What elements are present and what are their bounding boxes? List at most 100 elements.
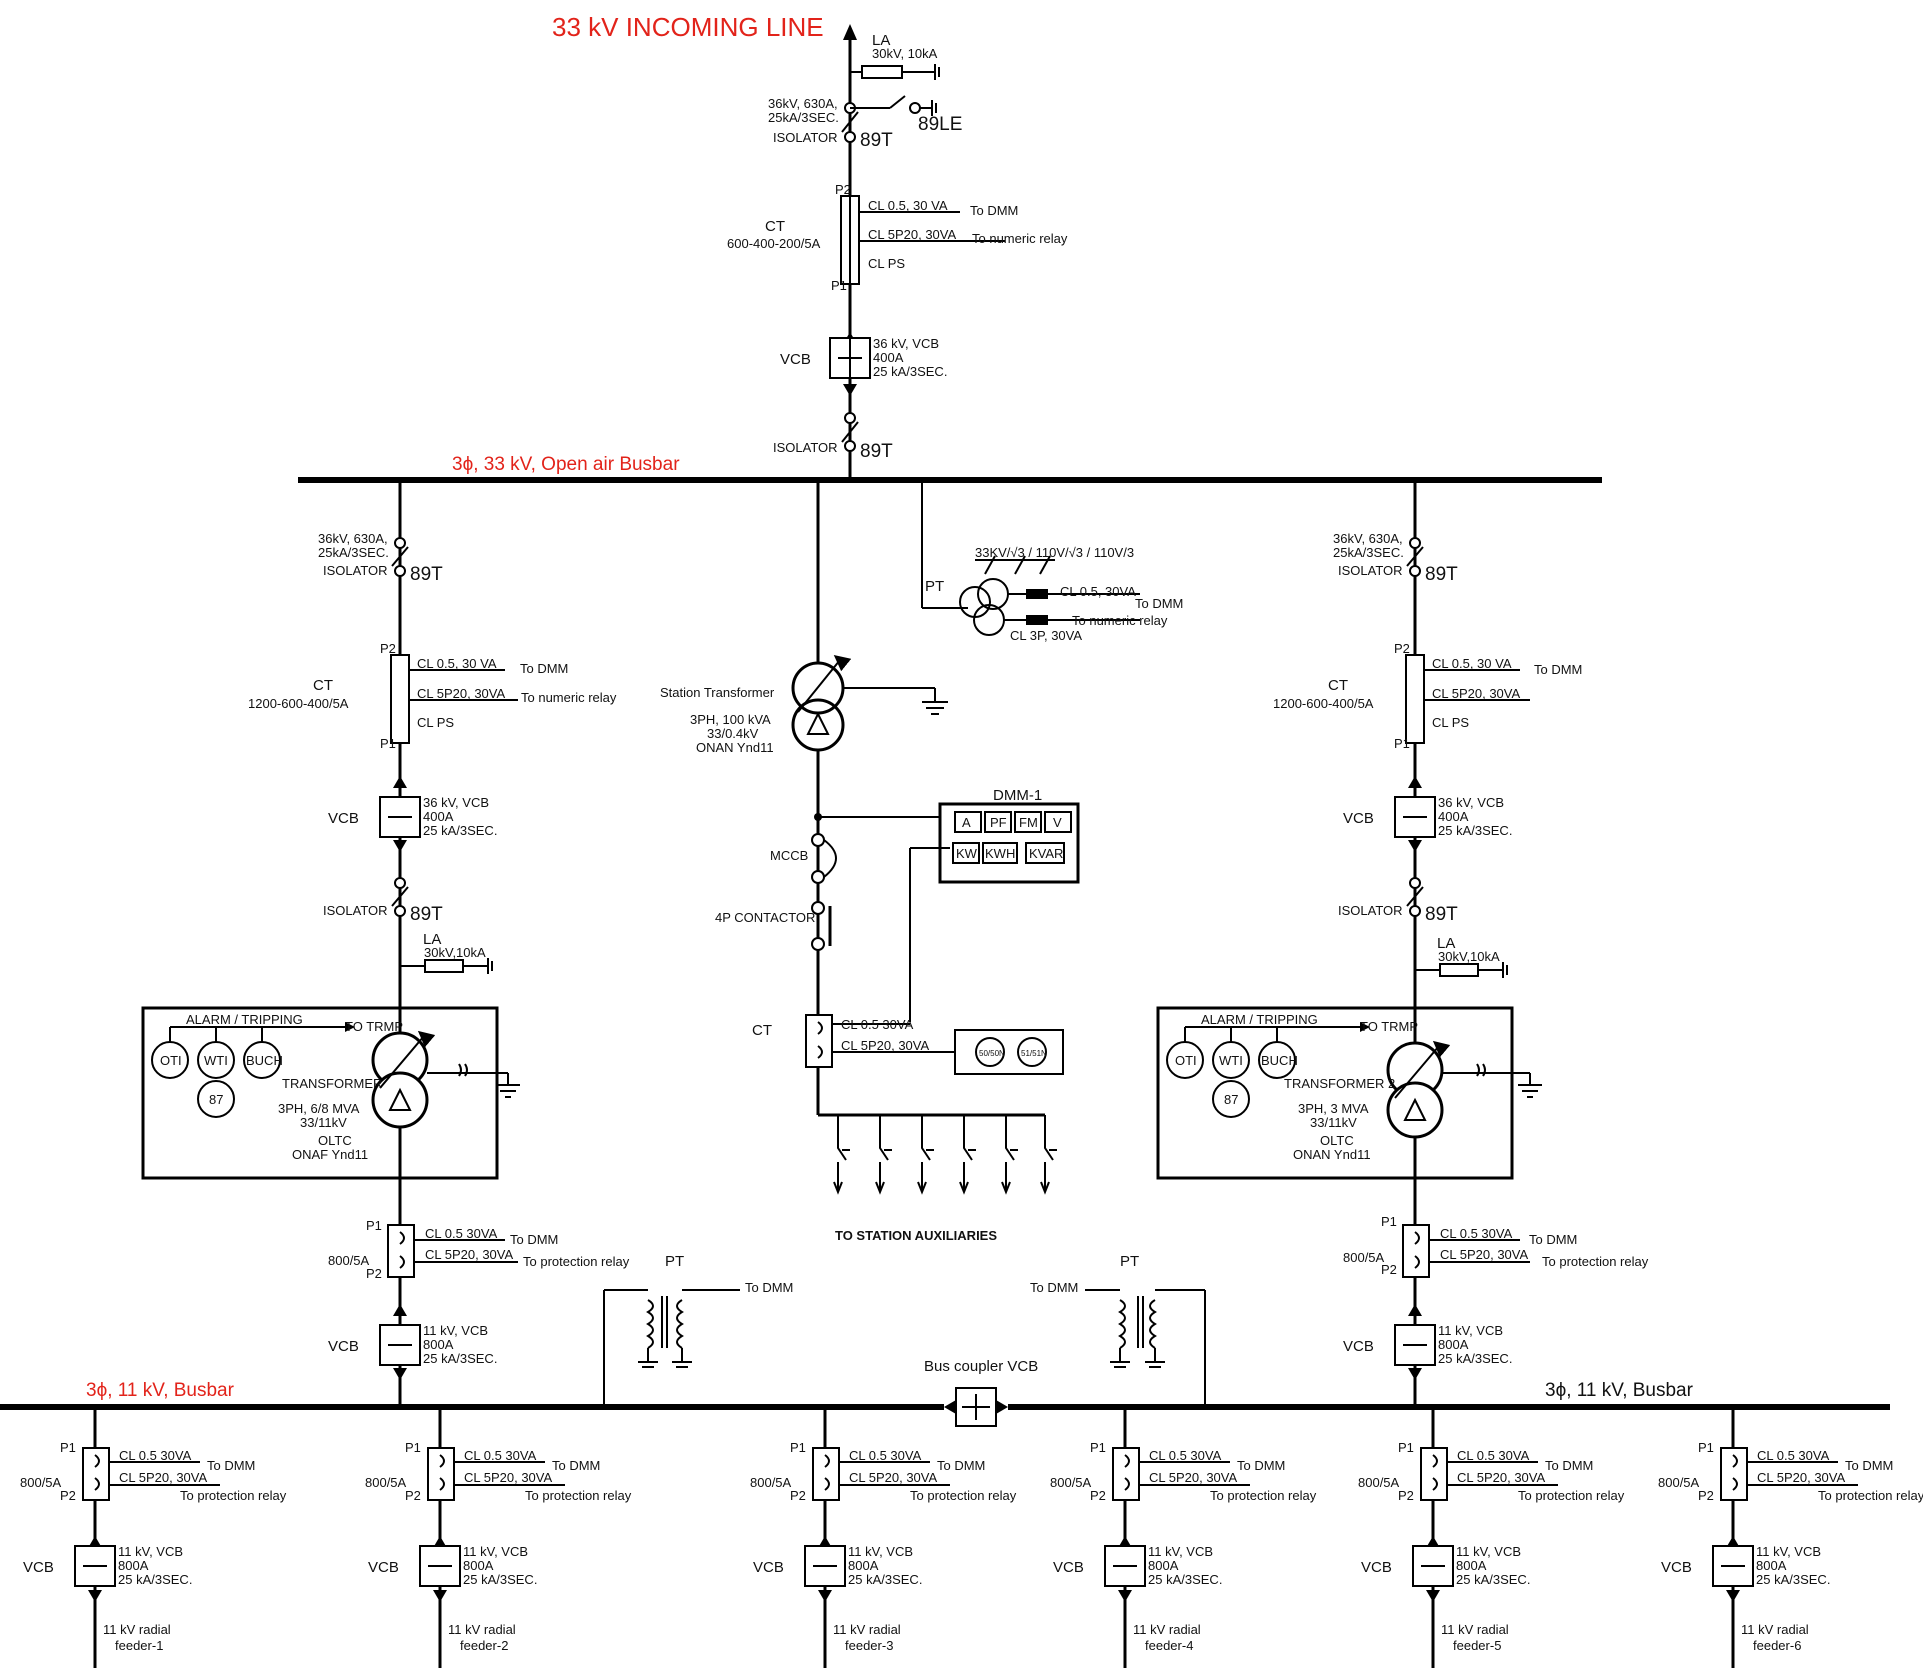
svg-text:PF: PF bbox=[990, 815, 1007, 830]
feeder-vcb-current: 800A bbox=[1148, 1558, 1179, 1573]
buch-relay: BUCH bbox=[246, 1053, 283, 1068]
svg-text:CL 0.5, 30 VA: CL 0.5, 30 VA bbox=[1432, 656, 1512, 671]
feeder-vcb-rating: 11 kV, VCB bbox=[1456, 1544, 1521, 1559]
svg-text:89T: 89T bbox=[860, 441, 893, 462]
svg-text:PT: PT bbox=[925, 578, 944, 595]
feeder-to-dmm: To DMM bbox=[207, 1458, 255, 1473]
svg-text:CL 0.5, 30VA: CL 0.5, 30VA bbox=[1060, 584, 1136, 599]
left-transformer-bay: 36kV, 630A, 25kA/3SEC. ISOLATOR 89T P2 P… bbox=[141, 480, 630, 1405]
svg-text:CL 5P20, 30VA: CL 5P20, 30VA bbox=[868, 227, 956, 242]
feeder-vcb-rating: 11 kV, VCB bbox=[1148, 1544, 1213, 1559]
svg-text:33KV/√3 / 110V/√3 / 110V/3: 33KV/√3 / 110V/√3 / 110V/3 bbox=[975, 545, 1134, 560]
feeder-ct-cl5p20: CL 5P20, 30VA bbox=[464, 1470, 552, 1485]
wti-relay: WTI bbox=[204, 1053, 228, 1068]
svg-text:CT: CT bbox=[765, 218, 785, 235]
feeder-to-protection: To protection relay bbox=[1518, 1488, 1625, 1503]
feeder-ct-p2: P2 bbox=[1698, 1488, 1714, 1503]
svg-text:KW: KW bbox=[956, 846, 978, 861]
svg-text:To numeric relay: To numeric relay bbox=[521, 690, 617, 705]
svg-text:51/51N: 51/51N bbox=[1021, 1049, 1047, 1058]
svg-text:CL 5P20, 30VA: CL 5P20, 30VA bbox=[1432, 686, 1520, 701]
svg-text:P1: P1 bbox=[831, 278, 847, 293]
feeder-vcb-label: VCB bbox=[1361, 1559, 1392, 1576]
svg-text:CL 5P20, 30VA: CL 5P20, 30VA bbox=[425, 1247, 513, 1262]
svg-text:89T: 89T bbox=[1425, 564, 1458, 585]
svg-text:To DMM: To DMM bbox=[1135, 596, 1183, 611]
feeder-name: 11 kV radial bbox=[103, 1622, 171, 1637]
feeder-ct-cl05: CL 0.5 30VA bbox=[849, 1448, 922, 1463]
feeder-number: feeder-2 bbox=[460, 1638, 508, 1653]
feeder-vcb-label: VCB bbox=[753, 1559, 784, 1576]
svg-text:LA: LA bbox=[423, 931, 441, 948]
svg-text:3PH, 100 kVA: 3PH, 100 kVA bbox=[690, 712, 771, 727]
feeder-ct-p2: P2 bbox=[1398, 1488, 1414, 1503]
feeder-vcb-current: 800A bbox=[1456, 1558, 1487, 1573]
svg-text:1200-600-400/5A: 1200-600-400/5A bbox=[1273, 696, 1374, 711]
svg-text:CL 5P20, 30VA: CL 5P20, 30VA bbox=[1440, 1247, 1528, 1262]
svg-text:ONAN Ynd11: ONAN Ynd11 bbox=[696, 740, 774, 755]
feeder-name: 11 kV radial bbox=[833, 1622, 901, 1637]
svg-text:CL 3P, 30VA: CL 3P, 30VA bbox=[1010, 628, 1082, 643]
feeder-vcb-rating: 11 kV, VCB bbox=[1756, 1544, 1821, 1559]
feeder-name: 11 kV radial bbox=[448, 1622, 516, 1637]
svg-text:CL PS: CL PS bbox=[1432, 715, 1469, 730]
svg-text:25kA/3SEC.: 25kA/3SEC. bbox=[768, 110, 839, 125]
svg-text:CT: CT bbox=[1328, 677, 1348, 694]
svg-text:OTI: OTI bbox=[1175, 1053, 1197, 1068]
svg-text:36 kV, VCB: 36 kV, VCB bbox=[1438, 795, 1504, 810]
feeder-vcb-rating: 11 kV, VCB bbox=[118, 1544, 183, 1559]
svg-text:CT: CT bbox=[752, 1022, 772, 1039]
svg-text:ISOLATOR: ISOLATOR bbox=[1338, 903, 1403, 918]
feeder-vcb-fault: 25 kA/3SEC. bbox=[463, 1572, 537, 1587]
svg-text:33/11kV: 33/11kV bbox=[300, 1115, 347, 1130]
svg-text:BUCH: BUCH bbox=[1261, 1053, 1298, 1068]
svg-text:CL PS: CL PS bbox=[868, 256, 905, 271]
feeder-ct-ratio: 800/5A bbox=[1658, 1475, 1700, 1490]
svg-text:OLTC: OLTC bbox=[1320, 1133, 1354, 1148]
svg-text:CL 5P20, 30VA: CL 5P20, 30VA bbox=[841, 1038, 929, 1053]
svg-text:FM: FM bbox=[1019, 815, 1038, 830]
feeder-to-protection: To protection relay bbox=[1210, 1488, 1317, 1503]
feeder-to-dmm: To DMM bbox=[552, 1458, 600, 1473]
svg-text:89T: 89T bbox=[410, 904, 443, 925]
feeder-number: feeder-3 bbox=[845, 1638, 893, 1653]
feeder-ct-cl5p20: CL 5P20, 30VA bbox=[1149, 1470, 1237, 1485]
busbar-33kv: 3ϕ, 33 kV, Open air Busbar bbox=[298, 454, 1602, 483]
vcb-top: VCB 36 kV, VCB 400A 25 kA/3SEC. bbox=[780, 332, 947, 396]
feeder-vcb-label: VCB bbox=[368, 1559, 399, 1576]
feeder-ct-p2: P2 bbox=[60, 1488, 76, 1503]
svg-text:V: V bbox=[1053, 815, 1062, 830]
svg-text:TO TRMP: TO TRMP bbox=[1360, 1019, 1418, 1034]
svg-text:CL 0.5, 30 VA: CL 0.5, 30 VA bbox=[417, 656, 497, 671]
feeder-to-protection: To protection relay bbox=[910, 1488, 1017, 1503]
feeder-number: feeder-1 bbox=[115, 1638, 163, 1653]
svg-text:30kV,10kA: 30kV,10kA bbox=[424, 945, 486, 960]
incoming-line-title: 33 kV INCOMING LINE bbox=[552, 12, 824, 42]
svg-text:1200-600-400/5A: 1200-600-400/5A bbox=[248, 696, 349, 711]
svg-text:P1: P1 bbox=[1381, 1214, 1397, 1229]
feeder-ct-p1: P1 bbox=[1090, 1440, 1106, 1455]
feeder-number: feeder-5 bbox=[1453, 1638, 1501, 1653]
svg-text:VCB: VCB bbox=[328, 810, 359, 827]
svg-text:CL 0.5 30VA: CL 0.5 30VA bbox=[841, 1017, 914, 1032]
svg-text:VCB: VCB bbox=[780, 351, 811, 368]
dmm-title: DMM-1 bbox=[993, 787, 1042, 804]
svg-text:To numeric relay: To numeric relay bbox=[972, 231, 1068, 246]
svg-text:VCB: VCB bbox=[328, 1338, 359, 1355]
svg-text:CL 0.5 30VA: CL 0.5 30VA bbox=[1440, 1226, 1513, 1241]
feeder-ct-p2: P2 bbox=[405, 1488, 421, 1503]
left-transformer-name: TRANSFORMER bbox=[282, 1076, 382, 1091]
feeder-name: 11 kV radial bbox=[1441, 1622, 1509, 1637]
svg-text:89T: 89T bbox=[1425, 904, 1458, 925]
svg-text:4P CONTACTOR: 4P CONTACTOR bbox=[715, 910, 815, 925]
svg-text:To DMM: To DMM bbox=[510, 1232, 558, 1247]
svg-text:400A: 400A bbox=[423, 809, 454, 824]
svg-text:ONAF Ynd11: ONAF Ynd11 bbox=[292, 1147, 368, 1162]
feeder-to-dmm: To DMM bbox=[937, 1458, 985, 1473]
svg-text:11 kV, VCB: 11 kV, VCB bbox=[1438, 1323, 1503, 1338]
feeder-to-dmm: To DMM bbox=[1545, 1458, 1593, 1473]
